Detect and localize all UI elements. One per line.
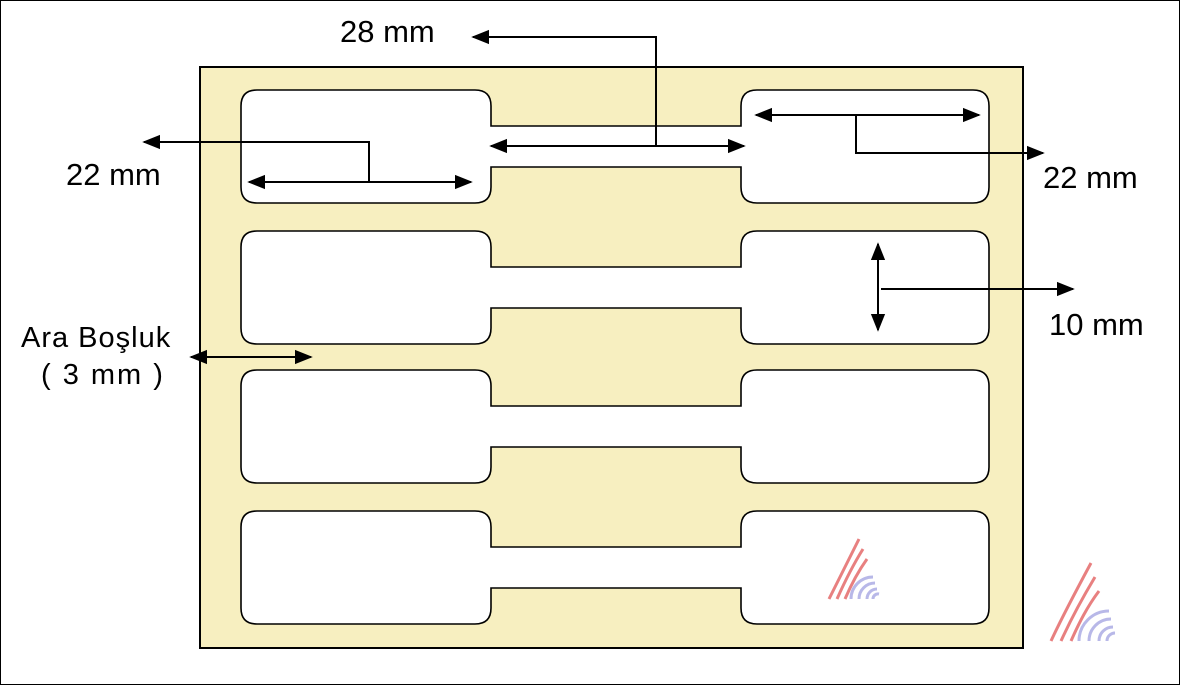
dimension-22mm-right bbox=[754, 107, 1045, 161]
jewelry-tag-label bbox=[240, 510, 990, 625]
label-10mm: 10 mm bbox=[1049, 307, 1144, 342]
label-28mm: 28 mm bbox=[340, 14, 435, 49]
jewelry-tag-label bbox=[240, 230, 990, 345]
jewelry-tag-label bbox=[240, 369, 990, 484]
label-22mm-left: 22 mm bbox=[66, 157, 161, 192]
label-22mm-right: 22 mm bbox=[1043, 160, 1138, 195]
logo-icon bbox=[827, 538, 880, 600]
label-gap-value: ( 3 mm ) bbox=[41, 359, 165, 391]
dimension-10mm bbox=[870, 242, 1075, 332]
logo-icon bbox=[1049, 562, 1116, 642]
dimension-22mm-left bbox=[142, 134, 473, 190]
dimension-28mm bbox=[471, 29, 746, 154]
label-gap-title: Ara Boşluk bbox=[21, 322, 171, 354]
